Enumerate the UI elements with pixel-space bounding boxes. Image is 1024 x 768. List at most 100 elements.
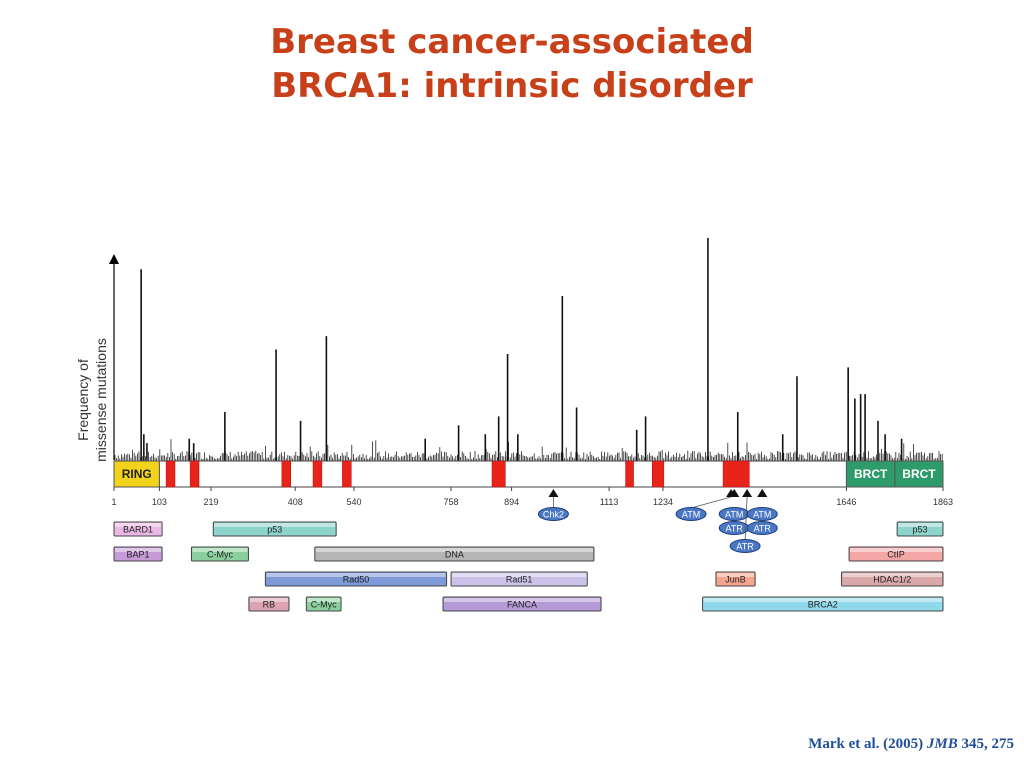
title-line-1: Breast cancer-associated <box>270 22 754 62</box>
interaction-bar-label: Rad51 <box>506 575 533 585</box>
position-tick-label: 103 <box>152 497 167 507</box>
interaction-bar-gloss <box>115 523 162 527</box>
interaction-bar <box>450 571 588 587</box>
interaction-bar-label: C-Myc <box>207 550 233 560</box>
interaction-bar-label: BAP1 <box>127 550 150 560</box>
position-tick-label: 1113 <box>600 497 619 507</box>
interaction-bar <box>896 521 944 537</box>
position-tick-label: 894 <box>504 497 519 507</box>
phospho-arrow-icon <box>729 489 740 497</box>
interaction-bar-gloss <box>192 548 248 552</box>
kinase-label: ATR <box>736 542 754 552</box>
interaction-bar-label: p53 <box>913 525 928 535</box>
interaction-bar <box>248 596 290 612</box>
domain-box <box>894 460 944 488</box>
domain-box <box>845 460 896 488</box>
citation-ref: 345, 275 <box>961 736 1015 752</box>
phospho-arrow-icon <box>757 489 768 497</box>
disordered-segment <box>491 460 506 488</box>
phospho-connector <box>744 496 748 541</box>
interaction-bar <box>212 521 337 537</box>
disordered-segment <box>165 460 176 488</box>
disordered-segment <box>652 460 665 488</box>
interaction-bar-gloss <box>444 598 601 602</box>
interaction-bar-gloss <box>703 598 942 602</box>
interaction-bar-label: BRCA2 <box>808 600 838 610</box>
interaction-bar <box>314 546 595 562</box>
interaction-bar-gloss <box>850 548 942 552</box>
interaction-bar <box>715 571 756 587</box>
interaction-bar-label: p53 <box>267 525 282 535</box>
protein-bar: RING BRCT BRCT <box>113 460 944 488</box>
y-axis-label-line-2: missense mutations <box>93 338 109 462</box>
kinase-label: ATM <box>682 510 700 520</box>
y-axis: Frequency of missense mutations <box>75 254 119 462</box>
kinase-label: ATM <box>725 510 743 520</box>
interaction-bar <box>702 596 944 612</box>
interaction-bar-label: C-Myc <box>311 600 337 610</box>
interaction-bar <box>190 546 249 562</box>
disordered-segment <box>342 460 352 488</box>
kinase-badge <box>729 539 761 553</box>
interaction-bar <box>264 571 448 587</box>
citation-authors: Mark et al. (2005) <box>808 736 924 752</box>
disordered-segment <box>189 460 200 488</box>
interaction-bar-gloss <box>266 573 446 577</box>
phospho-arrow-icon <box>548 489 559 497</box>
interaction-bar-label: Rad50 <box>343 575 370 585</box>
interaction-bar-gloss <box>315 548 593 552</box>
interaction-bar-label: FANCA <box>507 600 537 610</box>
interaction-bar-label: CtIP <box>887 550 905 560</box>
interaction-bar-label: RB <box>263 600 276 610</box>
interaction-bar <box>113 546 163 562</box>
interaction-bar-label: BARD1 <box>123 525 153 535</box>
position-tick-label: 408 <box>288 497 303 507</box>
kinase-label: ATR <box>754 524 772 534</box>
interaction-bar-label: HDAC1/2 <box>873 575 911 585</box>
protein-backbone <box>113 460 944 488</box>
kinase-label: ATR <box>726 524 744 534</box>
phospho-connector <box>690 496 732 509</box>
citation: Mark et al. (2005) JMB 345, 275 <box>808 736 1014 753</box>
kinase-badge <box>746 507 778 521</box>
interaction-bar-gloss <box>307 598 341 602</box>
position-tick-label: 1863 <box>933 497 953 507</box>
title-line-2: BRCA1: intrinsic disorder <box>271 66 753 106</box>
position-tick-label: 1646 <box>836 497 856 507</box>
kinase-label: ATM <box>753 510 771 520</box>
domain-label: BRCT <box>854 467 888 481</box>
phospho-arrow-icon <box>742 489 753 497</box>
kinase-badge <box>537 507 569 521</box>
mutation-background <box>114 439 943 461</box>
interaction-bar-label: DNA <box>445 550 464 560</box>
position-tick-label: 1234 <box>653 497 673 507</box>
citation-journal: JMB <box>926 736 958 752</box>
disordered-segment <box>312 460 323 488</box>
disordered-segment <box>625 460 634 488</box>
position-tick-label: 758 <box>444 497 459 507</box>
interaction-bar-label: JunB <box>725 575 746 585</box>
interaction-bar <box>113 521 163 537</box>
interaction-bar-gloss <box>716 573 755 577</box>
kinase-badge <box>675 507 707 521</box>
disordered-segment <box>722 460 750 488</box>
interaction-bar <box>840 571 944 587</box>
interaction-bar-gloss <box>249 598 288 602</box>
position-tick-label: 1 <box>111 497 116 507</box>
interaction-bar-gloss <box>842 573 942 577</box>
interaction-bar-gloss <box>898 523 942 527</box>
interaction-bar <box>848 546 944 562</box>
kinase-badge <box>746 521 778 535</box>
kinase-label: Chk2 <box>543 510 564 520</box>
domain-label: RING <box>122 467 152 481</box>
interaction-bar-gloss <box>452 573 587 577</box>
domain-box <box>113 460 160 488</box>
domain-label: BRCT <box>902 467 936 481</box>
position-tick-label: 540 <box>346 497 361 507</box>
interaction-bar <box>305 596 342 612</box>
disordered-segment <box>281 460 292 488</box>
mutation-peaks <box>140 238 903 461</box>
